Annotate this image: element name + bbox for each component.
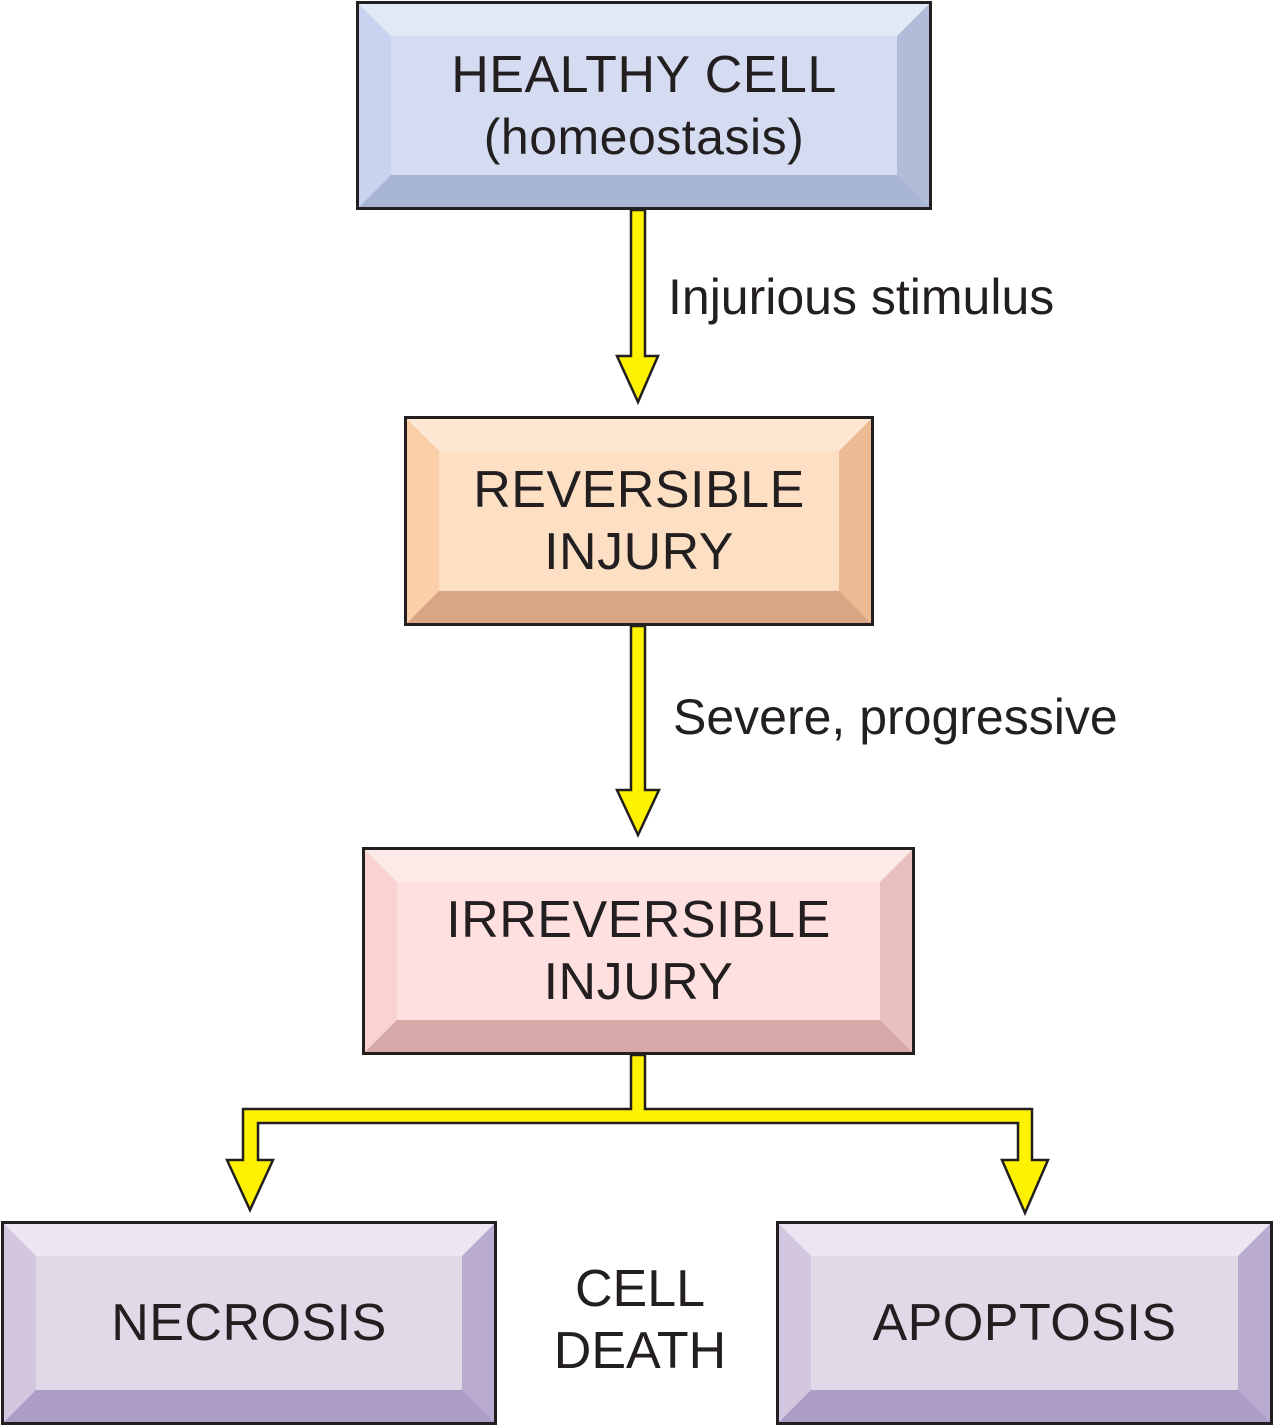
edge-label-injurious-stimulus: Injurious stimulus	[668, 269, 1055, 325]
bevel-frame	[359, 4, 929, 207]
healthy-cell-node: HEALTHY CELL (homeostasis)	[356, 1, 932, 210]
reversible-injury-node: REVERSIBLE INJURY	[404, 416, 874, 626]
apoptosis-label: APOPTOSIS	[872, 1294, 1177, 1352]
bevel-frame	[407, 419, 871, 623]
apoptosis-node: APOPTOSIS	[776, 1221, 1273, 1425]
irreversible-injury-node: IRREVERSIBLE INJURY	[362, 847, 915, 1055]
bevel-frame	[4, 1224, 494, 1422]
cell-death-line1: CELL	[574, 1260, 706, 1318]
healthy-cell-subtitle: (homeostasis)	[483, 108, 805, 165]
edge-label-severe-progressive: Severe, progressive	[673, 689, 1118, 745]
arrow-irreversible-to-outcomes	[225, 1053, 1050, 1217]
cell-death-line2: DEATH	[553, 1322, 727, 1380]
bevel-frame	[779, 1224, 1270, 1422]
bevel-frame	[365, 850, 912, 1052]
arrow-healthy-to-reversible	[615, 208, 660, 406]
reversible-injury-line2: INJURY	[544, 523, 734, 581]
irreversible-injury-line1: IRREVERSIBLE	[446, 891, 831, 949]
cell-death-label: CELL DEATH	[520, 1258, 760, 1382]
healthy-cell-title: HEALTHY CELL	[451, 45, 837, 104]
arrow-reversible-to-irreversible	[615, 624, 661, 838]
irreversible-injury-line2: INJURY	[543, 953, 734, 1011]
reversible-injury-line1: REVERSIBLE	[473, 461, 805, 519]
necrosis-label: NECROSIS	[111, 1294, 387, 1352]
necrosis-node: NECROSIS	[1, 1221, 497, 1425]
